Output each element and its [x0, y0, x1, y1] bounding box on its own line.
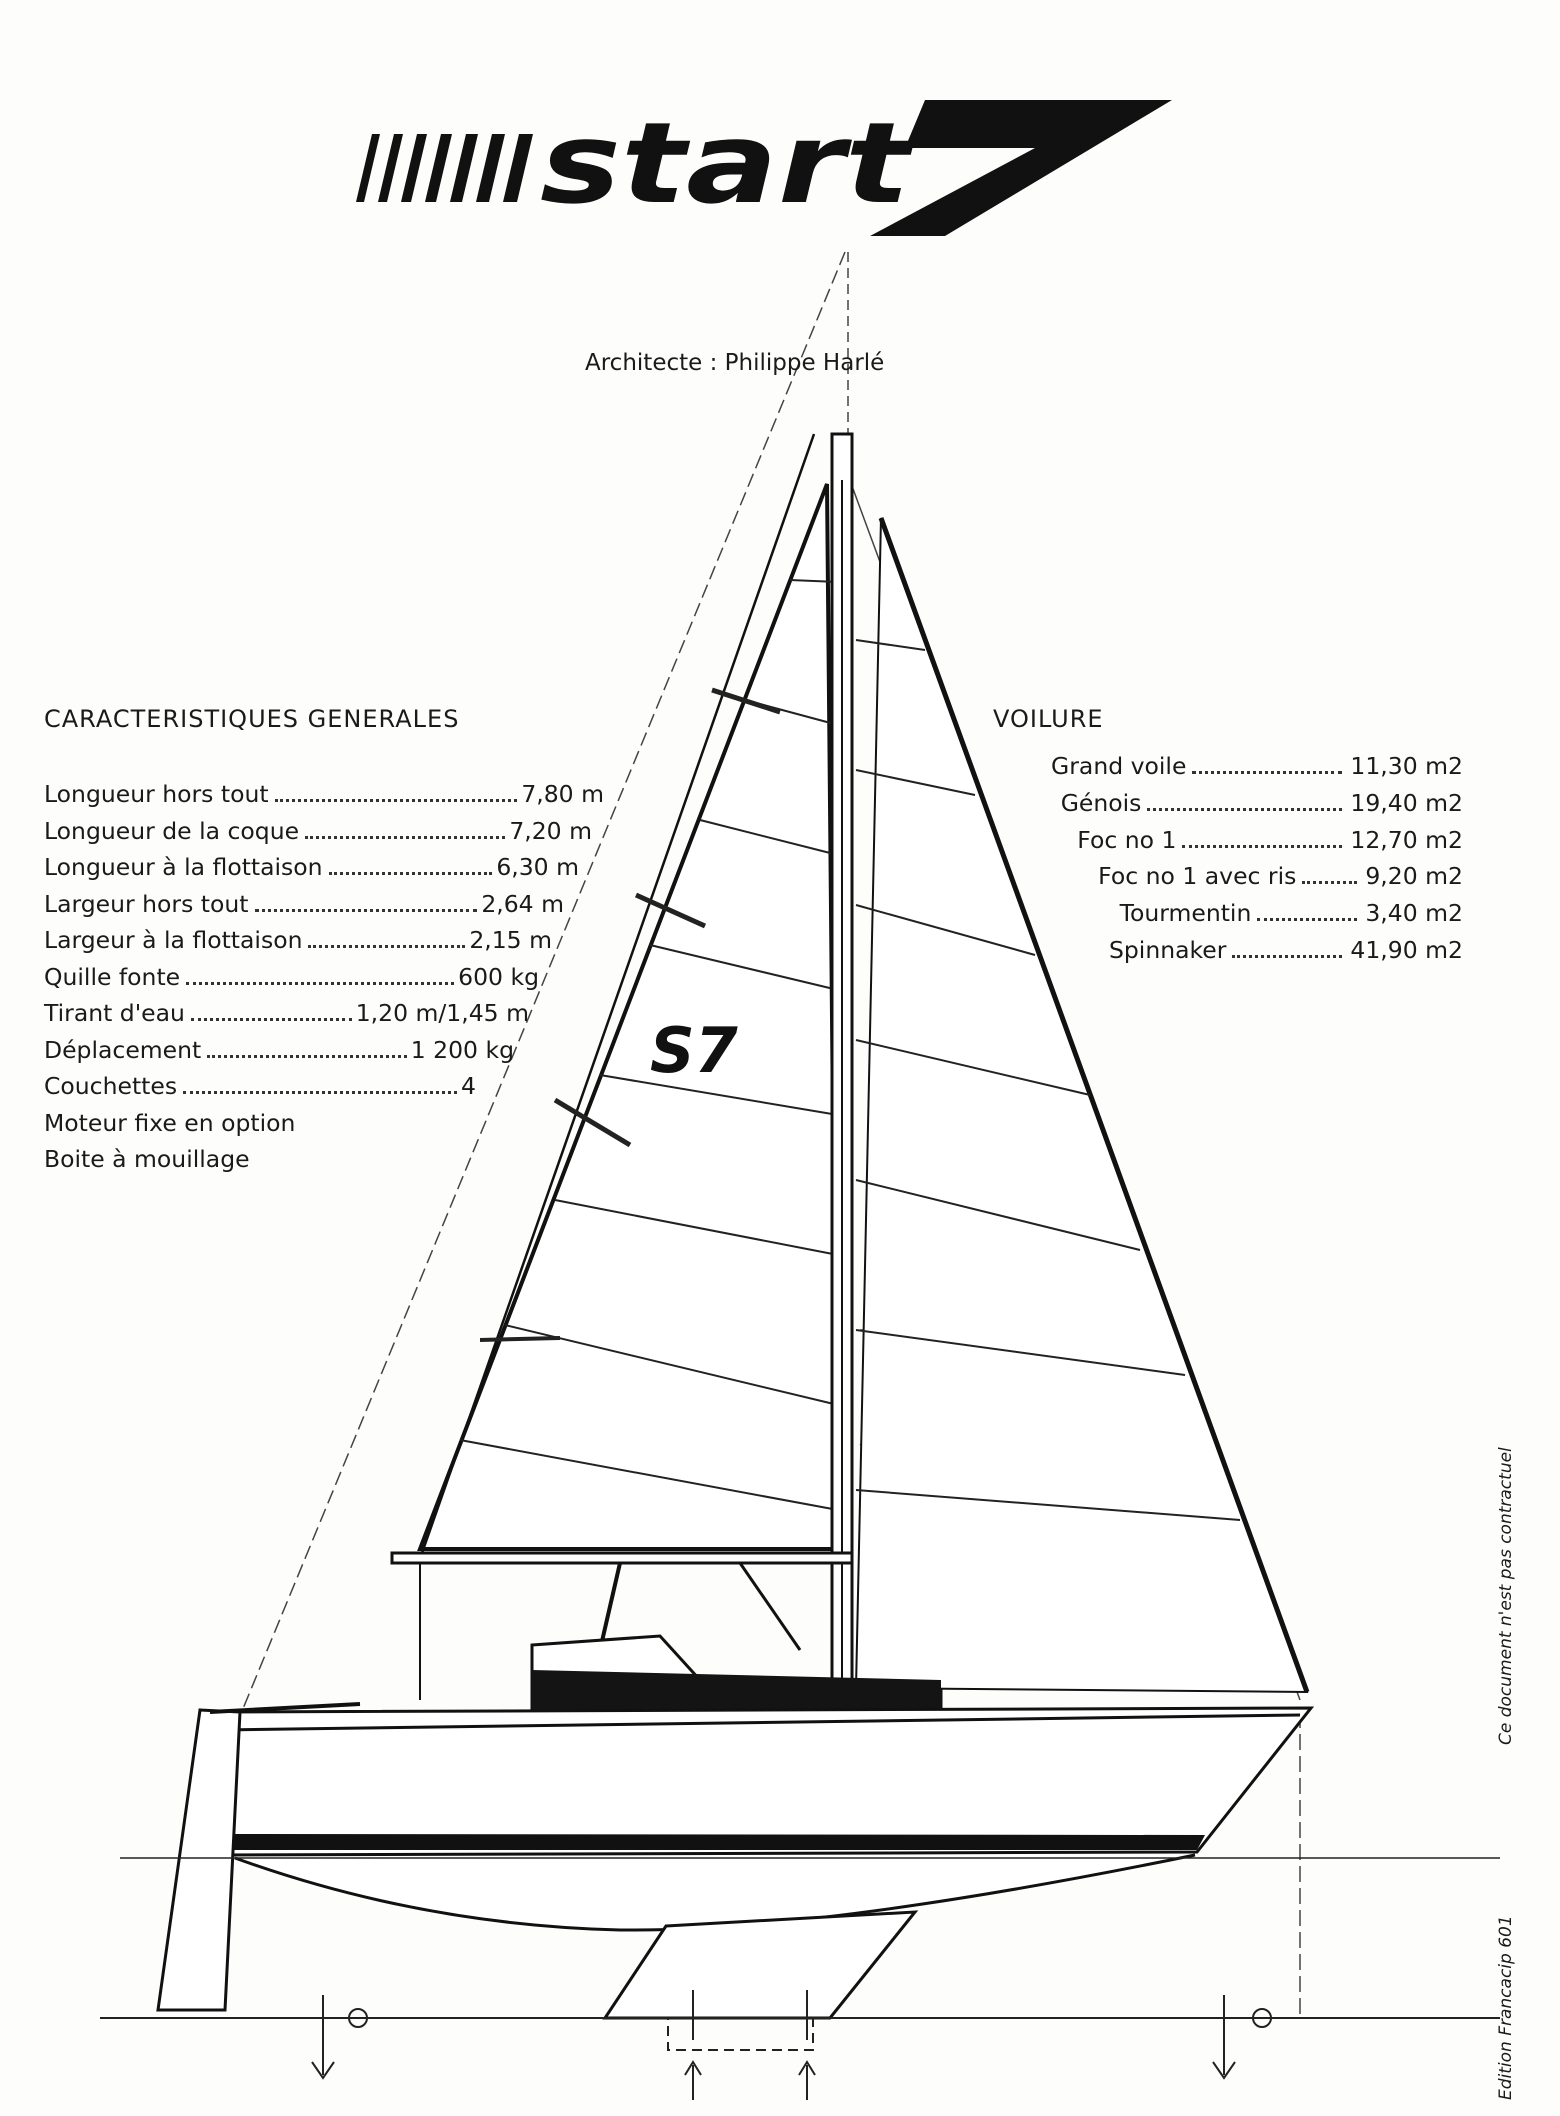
spec-row: Largeur à la flottaison 2,15 m — [44, 926, 552, 963]
start7-logo: start — [356, 99, 1172, 236]
mainsail: S7 — [417, 433, 840, 1554]
spec-note: Moteur fixe en option — [44, 1108, 296, 1137]
spec-label: Largeur à la flottaison — [44, 926, 303, 954]
sail-row: Grand voile 11,30 m2 — [993, 752, 1463, 789]
spec-row: Longueur de la coque 7,20 m — [44, 817, 592, 854]
sail-value: 9,20 m2 — [1365, 862, 1463, 891]
spec-label: Longueur hors tout — [44, 780, 269, 808]
spec-label: Longueur à la flottaison — [44, 853, 323, 881]
rudder — [156, 1708, 242, 2012]
spec-value: 1,20 m/1,45 m — [355, 999, 529, 1027]
spec-value: 1 200 kg — [410, 1035, 514, 1064]
spec-row: Quille fonte 600 kg — [44, 963, 539, 1000]
sail-value: 11,30 m2 — [1350, 752, 1463, 780]
sail-label: Foc no 1 avec ris — [1098, 862, 1297, 891]
sail-label: Tourmentin — [1119, 899, 1252, 928]
sail-areas: VOILURE Grand voile 11,30 m2 Génois 19,40 … — [993, 705, 1463, 964]
spec-row: Largeur hors tout 2,64 m — [44, 890, 564, 927]
general-specs-title: CARACTERISTIQUES GENERALES — [44, 705, 460, 733]
logo-text: start — [540, 99, 914, 229]
spec-value: 2,64 m — [481, 889, 564, 918]
spec-label: Longueur de la coque — [44, 816, 300, 845]
sail-value: 19,40 m2 — [1350, 788, 1463, 817]
disclaimer: Ce document n'est pas contractuel — [1496, 1447, 1516, 1745]
general-specs: CARACTERISTIQUES GENERALES Longueur hors… — [44, 705, 604, 1182]
hull — [156, 1634, 1315, 2020]
spec-label: Quille fonte — [44, 962, 181, 991]
spec-row: Couchettes 4 — [44, 1072, 476, 1109]
sail-value: 12,70 m2 — [1350, 825, 1463, 854]
spec-value: 6,30 m — [496, 853, 579, 881]
spec-label: Largeur hors tout — [44, 889, 249, 918]
spec-value: 2,15 m — [469, 926, 552, 954]
spec-row: Tirant d'eau 1,20 m/1,45 m — [44, 999, 529, 1036]
spec-label: Tirant d'eau — [44, 999, 185, 1027]
sail-label: Grand voile — [1051, 752, 1187, 780]
sail-label: Spinnaker — [1108, 935, 1227, 964]
logo-speed-stripes — [356, 134, 533, 202]
boom — [390, 1551, 854, 1700]
baseline-marks — [100, 1857, 1500, 2100]
sail-label: Génois — [1060, 788, 1142, 817]
architect-credit: Architecte : Philippe Harlé — [585, 350, 885, 376]
spec-value: 600 kg — [458, 962, 539, 991]
spec-label: Déplacement — [44, 1035, 202, 1064]
sail-row: Foc no 1 avec ris 9,20 m2 — [993, 862, 1463, 899]
sail-label: Foc no 1 — [1077, 825, 1177, 854]
spec-value: 7,20 m — [509, 816, 592, 845]
edition-note: Edition Francacip 601 — [1496, 1915, 1516, 2100]
spec-row: Longueur hors tout 7,80 m — [44, 780, 604, 817]
spec-value: 7,80 m — [521, 780, 604, 808]
spec-note: Boite à mouillage — [44, 1145, 250, 1173]
sail-value: 3,40 m2 — [1365, 899, 1463, 928]
spec-row: Longueur à la flottaison 6,30 m — [44, 853, 579, 890]
spec-label: Couchettes — [44, 1072, 178, 1100]
jib — [854, 517, 1310, 1694]
sail-row: Foc no 1 12,70 m2 — [993, 826, 1463, 863]
logo-seven — [870, 100, 1172, 236]
sail-row: Génois 19,40 m2 — [993, 789, 1463, 826]
mast — [830, 432, 854, 1691]
sail-logo: S7 — [650, 1014, 739, 1087]
spec-row: Déplacement 1 200 kg — [44, 1036, 514, 1073]
sail-areas-title: VOILURE — [993, 705, 1104, 733]
sail-row: Tourmentin 3,40 m2 — [993, 899, 1463, 936]
spec-value: 4 — [461, 1072, 476, 1100]
sail-row: Spinnaker 41,90 m2 — [993, 936, 1463, 973]
sail-value: 41,90 m2 — [1350, 935, 1463, 964]
